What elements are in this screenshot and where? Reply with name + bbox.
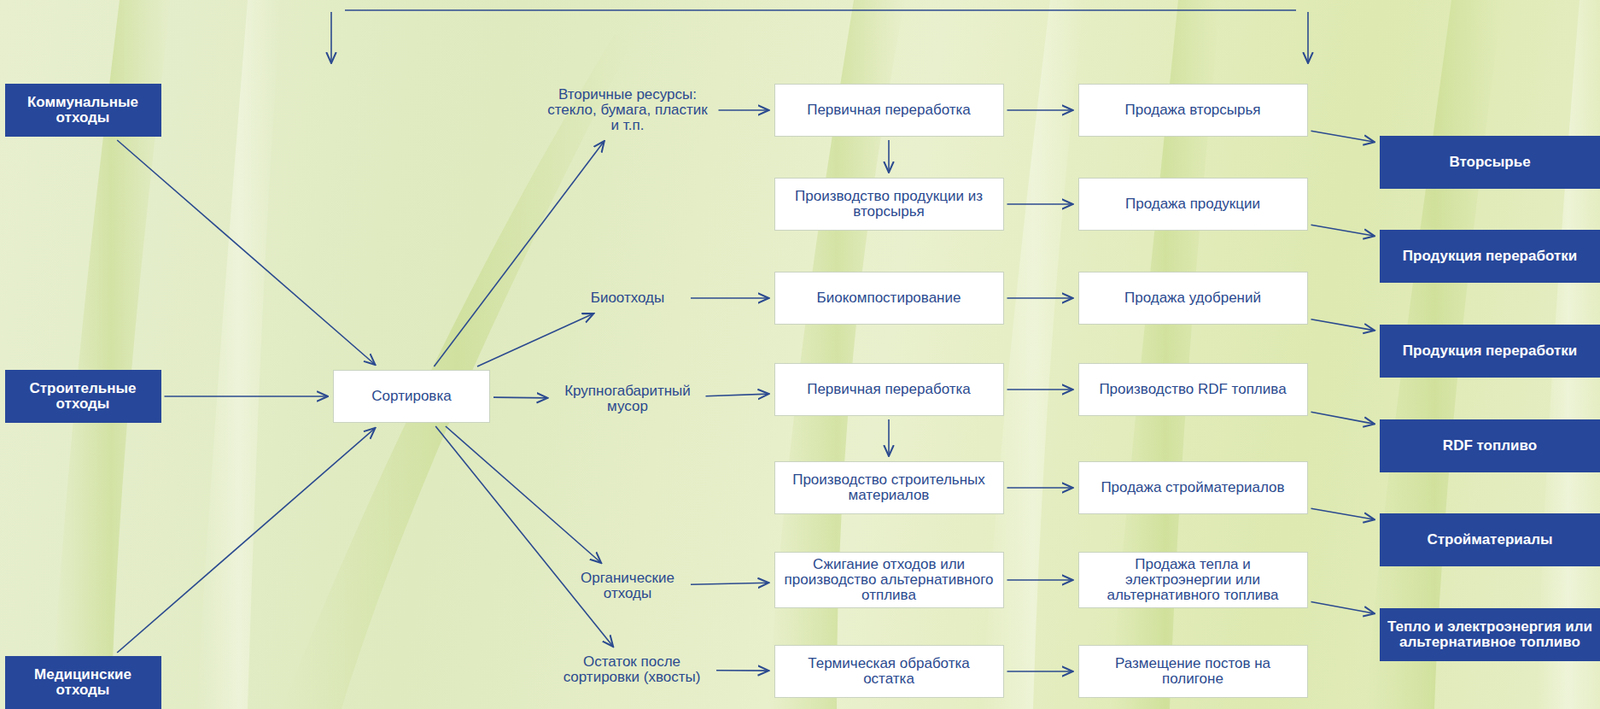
bracket-line — [344, 9, 1297, 12]
flow-arrow — [493, 396, 549, 398]
sale-box: Размещение постов на полигоне — [1078, 644, 1309, 698]
flow-arrow — [690, 297, 770, 299]
node-text: Вторичные ресурсы: стекло, бумага, пласт… — [543, 87, 713, 134]
sale-box: Продажа вторсырья — [1078, 83, 1309, 137]
node-text: Коммунальные отходы — [11, 94, 155, 126]
node-text: Органические отходы — [571, 570, 684, 602]
flow-arrow — [1007, 578, 1074, 581]
node-text: Первичная переработка — [806, 102, 971, 118]
sale-box: Продажа удобрений — [1078, 271, 1309, 325]
flow-arrow — [1007, 486, 1074, 489]
node-text: Производство RDF топлива — [1098, 381, 1286, 398]
node-text: RDF топливо — [1442, 437, 1537, 454]
flow-arrow — [1007, 297, 1074, 299]
process-box: Биокомпостирование — [774, 271, 1005, 325]
node-text: Стройматериалы — [1426, 531, 1553, 548]
flow-arrow — [690, 582, 770, 584]
category-label: Вторичные ресурсы: стекло, бумага, пласт… — [540, 84, 716, 136]
flow-arrow — [716, 669, 770, 672]
node-text: Производство строительных материалов — [782, 472, 997, 503]
sale-box: Продажа тепла и электроэнергии или альте… — [1078, 551, 1309, 608]
flow-arrow — [445, 426, 602, 563]
node-text: Продукция переработки — [1402, 248, 1577, 264]
node-text: Сжигание отходов или производство альтер… — [782, 556, 997, 603]
node-text: Сортировка — [371, 388, 451, 404]
process-box: Первичная переработка — [774, 83, 1005, 137]
flow-arrow — [164, 395, 329, 398]
node-text: Продажа продукции — [1125, 196, 1261, 212]
node-text: Размещение постов на полигоне — [1086, 655, 1301, 687]
node-text: Производство продукции из вторсырья — [782, 188, 997, 220]
source-box: Коммунальные отходы — [5, 83, 162, 137]
flow-arrow — [1007, 670, 1074, 672]
node-text: Продажа удобрений — [1124, 290, 1262, 306]
result-box: Продукция переработки — [1379, 229, 1600, 283]
flow-arrow — [116, 140, 375, 365]
flow-arrow — [887, 140, 890, 173]
sale-box: Продажа стройматериалов — [1078, 461, 1309, 514]
result-box: Тепло и электроэнергия или альтернативно… — [1379, 607, 1600, 661]
node-text: Остаток после сортировки (хвосты) — [554, 654, 710, 685]
node-text: Тепло и электроэнергия или альтернативно… — [1386, 618, 1594, 650]
bracket-arrow — [330, 11, 333, 64]
flow-arrow — [1311, 508, 1376, 520]
category-label: Крупногабаритный мусор — [553, 380, 703, 417]
node-text: Продажа вторсырья — [1124, 102, 1261, 118]
flow-arrow — [718, 109, 770, 111]
result-box: Стройматериалы — [1379, 513, 1600, 567]
flow-arrow — [433, 140, 604, 367]
flow-arrow — [116, 427, 375, 653]
node-text: Термическая обработка остатка — [782, 655, 997, 687]
flow-arrow — [1007, 388, 1074, 391]
node-text: Продажа стройматериалов — [1100, 479, 1285, 496]
flow-arrow — [477, 313, 594, 367]
process-box: Сортировка — [332, 369, 491, 423]
node-text: Первичная переработка — [806, 381, 971, 398]
result-box: RDF топливо — [1379, 419, 1600, 473]
flow-arrow — [1007, 203, 1074, 205]
result-box: Вторсырье — [1379, 135, 1600, 189]
node-text: Биоотходы — [590, 290, 666, 306]
category-label: Органические отходы — [567, 567, 688, 604]
flow-arrow — [1007, 109, 1074, 111]
node-text: Биокомпостирование — [817, 290, 962, 306]
process-box: Термическая обработка остатка — [774, 644, 1005, 698]
node-text: Строительные отходы — [11, 380, 155, 412]
process-box: Сжигание отходов или производство альтер… — [774, 551, 1005, 608]
flow-arrow — [706, 393, 770, 397]
bracket-arrow — [1307, 11, 1309, 64]
node-text: Медицинские отходы — [11, 666, 155, 698]
sale-box: Продажа продукции — [1078, 177, 1309, 231]
node-text: Продажа тепла и электроэнергии или альте… — [1086, 556, 1301, 603]
flow-arrow — [1311, 130, 1376, 142]
flow-arrow — [1311, 601, 1376, 614]
sale-box: Производство RDF топлива — [1078, 362, 1309, 416]
flow-arrow — [1311, 224, 1376, 236]
process-box: Производство строительных материалов — [774, 461, 1005, 514]
flow-arrow — [1311, 411, 1376, 424]
result-box: Продукция переработки — [1379, 324, 1600, 378]
flow-arrow — [887, 419, 890, 456]
category-label: Биоотходы — [567, 287, 688, 309]
category-label: Остаток после сортировки (хвосты) — [550, 651, 713, 688]
source-box: Медицинские отходы — [5, 655, 162, 709]
node-text: Вторсырье — [1448, 154, 1530, 170]
flow-arrow — [435, 426, 614, 647]
process-box: Производство продукции из вторсырья — [774, 177, 1005, 231]
source-box: Строительные отходы — [5, 369, 162, 423]
flow-arrow — [1311, 319, 1376, 331]
node-text: Крупногабаритный мусор — [556, 383, 700, 415]
process-box: Первичная переработка — [774, 362, 1005, 416]
node-text: Продукция переработки — [1402, 343, 1577, 359]
